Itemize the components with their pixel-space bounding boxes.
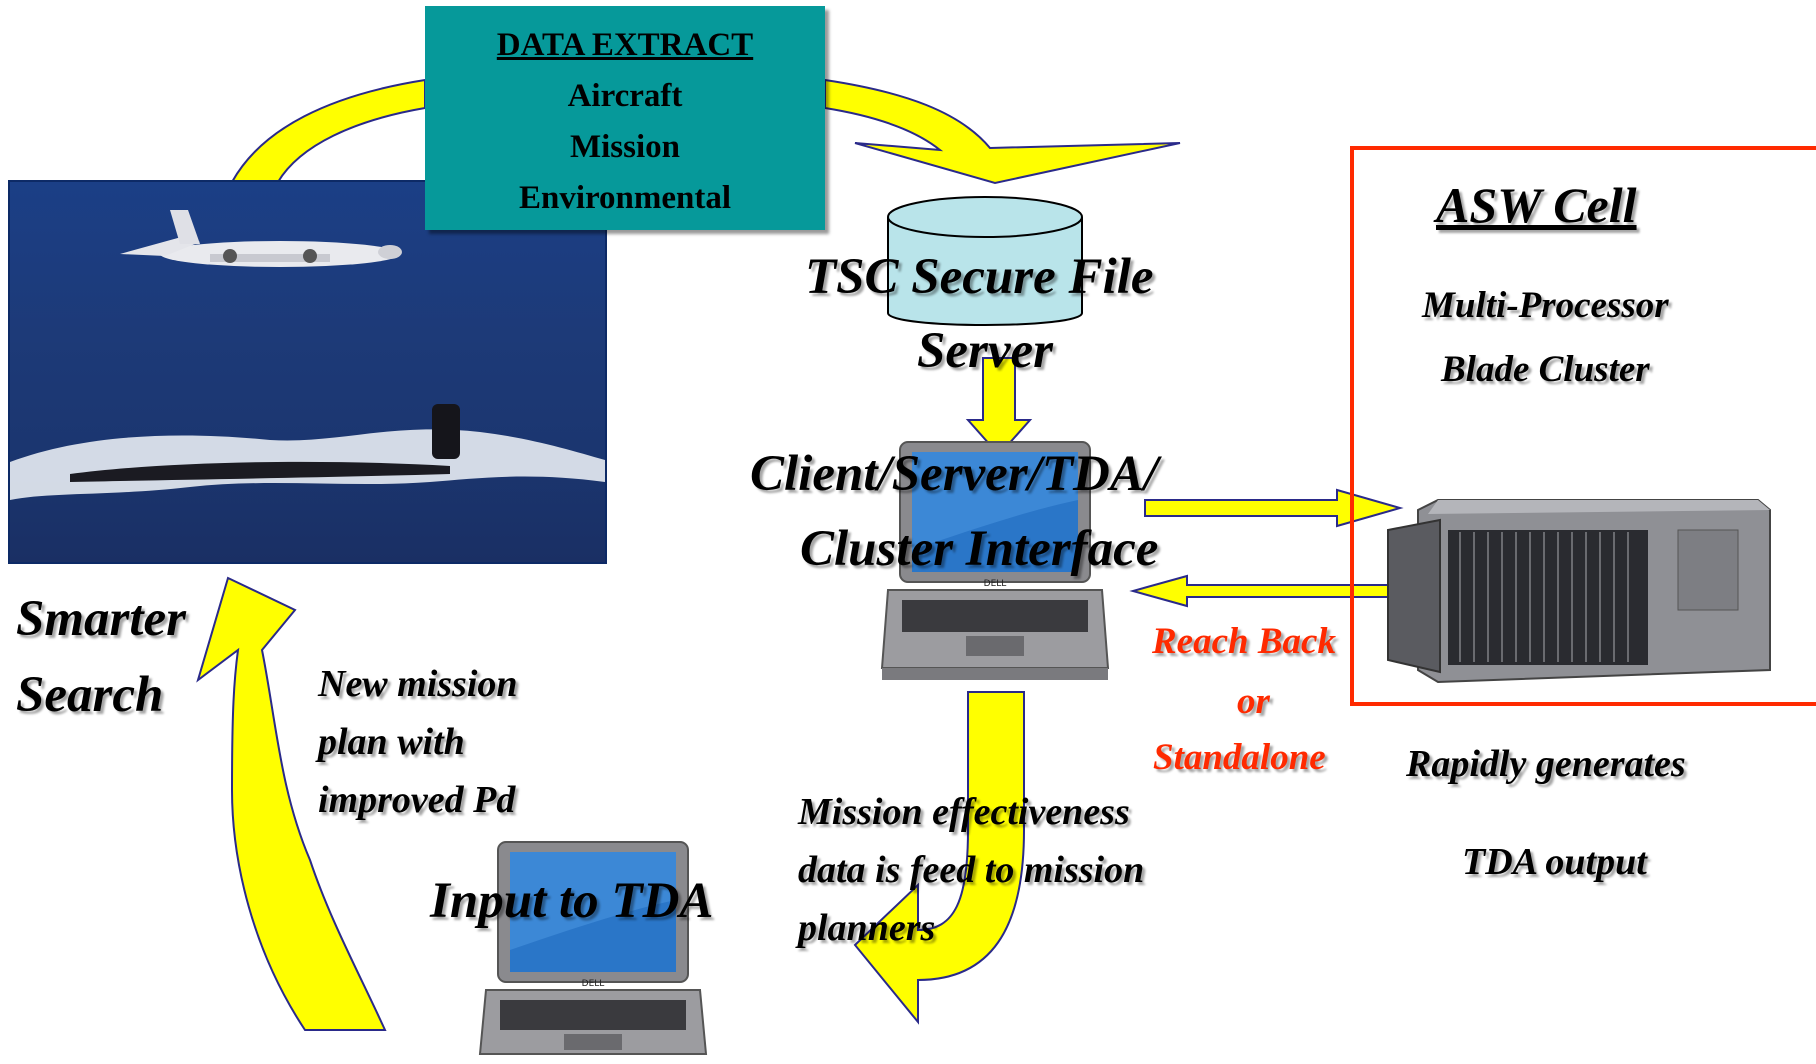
data-extract-item-mission: Mission (569, 129, 681, 165)
arrow-server-to-interface (965, 357, 1033, 457)
arrow-interface-to-cluster (1144, 488, 1404, 528)
blade-cluster-icon (1387, 499, 1771, 684)
reach-back-line1: Reach Back (1152, 621, 1336, 662)
asw-cell-box (1350, 146, 1816, 706)
interface-label-line1: Client/Server/TDA/ (750, 446, 1158, 502)
laptop-brand-text: DELL (984, 579, 1007, 589)
asw-output-line2: TDA output (1462, 841, 1647, 883)
server-label-line1: TSC Secure File (805, 249, 1154, 305)
data-extract-item-aircraft: Aircraft (567, 78, 683, 114)
laptop-brand-text: DELL (582, 979, 605, 989)
database-cylinder-icon (887, 196, 1083, 326)
arrow-interface-to-input (853, 691, 1025, 1025)
aircraft-icon (120, 210, 402, 267)
new-mission-line3: improved Pd (318, 779, 516, 821)
interface-laptop-icon: DELL (880, 441, 1110, 680)
data-extract-item-environmental: Environmental (518, 180, 732, 216)
new-mission-line2: plan with (318, 721, 465, 763)
new-mission-line1: New mission (318, 663, 518, 705)
server-label-line2: Server (917, 323, 1053, 379)
mission-effectiveness-line2: data is feed to mission (798, 849, 1145, 891)
submarine-icon (10, 404, 605, 500)
asw-subtitle-line2: Blade Cluster (1441, 349, 1650, 390)
data-extract-box: DATA EXTRACT Aircraft Mission Environmen… (425, 6, 825, 230)
asw-subtitle-line1: Multi-Processor (1422, 285, 1669, 326)
arrow-photo-to-extract (230, 78, 426, 183)
arrow-cluster-to-interface (1129, 574, 1404, 608)
mission-effectiveness-line1: Mission effectiveness (798, 791, 1130, 833)
arrow-input-to-search (196, 576, 387, 1031)
asw-output-line1: Rapidly generates (1406, 743, 1686, 785)
smarter-search-line1: Smarter (16, 591, 187, 647)
asw-cell-title: ASW Cell (1436, 177, 1637, 233)
input-laptop-icon: DELL (478, 841, 708, 1055)
interface-label-line2: Cluster Interface (800, 521, 1159, 577)
mission-effectiveness-line3: planners (798, 907, 936, 949)
smarter-search-line2: Search (16, 667, 164, 723)
data-extract-title: DATA EXTRACT (496, 27, 754, 63)
arrow-extract-to-server (824, 78, 1181, 185)
aircraft-submarine-photo (8, 180, 607, 564)
reach-back-line2: or (1237, 681, 1270, 722)
input-to-tda-label: Input to TDA (430, 873, 714, 929)
reach-back-line3: Standalone (1153, 737, 1326, 778)
